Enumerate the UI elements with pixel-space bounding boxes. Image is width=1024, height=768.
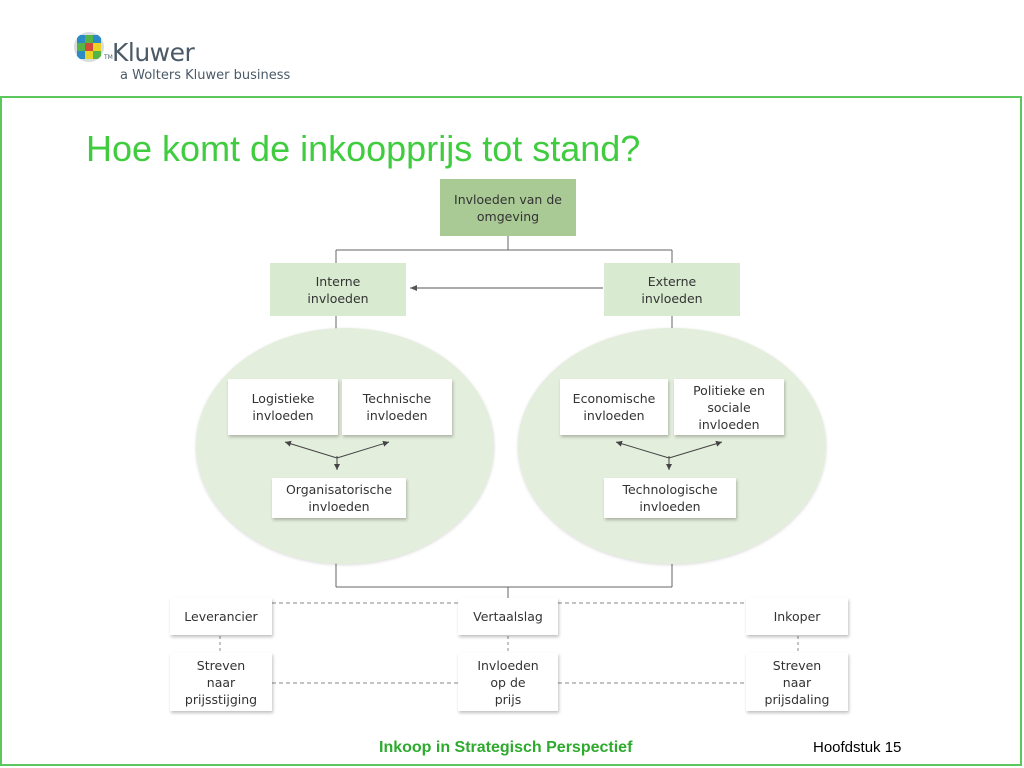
environment-influences-box: Invloeden van de omgeving <box>440 179 576 236</box>
technological-influences-box: Technologische invloeden <box>604 478 736 518</box>
external-influences-group <box>518 328 826 564</box>
slide-frame <box>0 96 1022 766</box>
buyer-box: Inkoper <box>746 598 848 635</box>
technical-influences-box: Technische invloeden <box>342 379 452 435</box>
logo-tagline: a Wolters Kluwer business <box>120 68 291 83</box>
logo-name: Kluwer <box>112 38 195 67</box>
organisational-influences-box: Organisatorische invloeden <box>272 478 406 518</box>
supplier-goal-box: Streven naar prijsstijging <box>170 653 272 711</box>
price-influence-box: Invloeden op de prijs <box>458 653 558 711</box>
buyer-goal-box: Streven naar prijsdaling <box>746 653 848 711</box>
footer-title: Inkoop in Strategisch Perspectief <box>379 739 633 756</box>
internal-influences-box: Interne invloeden <box>270 263 406 316</box>
slide-title: Hoe komt de inkoopprijs tot stand? <box>86 128 641 169</box>
political-social-influences-box: Politieke en sociale invloeden <box>674 379 784 435</box>
logistic-influences-box: Logistieke invloeden <box>228 379 338 435</box>
footer-chapter: Hoofdstuk 15 <box>813 739 902 756</box>
logo-trademark: TM <box>104 54 113 61</box>
economic-influences-box: Economische invloeden <box>560 379 668 435</box>
kluwer-logo-icon <box>72 30 106 68</box>
internal-influences-group <box>196 328 494 564</box>
translation-box: Vertaalslag <box>458 598 558 635</box>
external-influences-box: Externe invloeden <box>604 263 740 316</box>
supplier-box: Leverancier <box>170 598 272 635</box>
